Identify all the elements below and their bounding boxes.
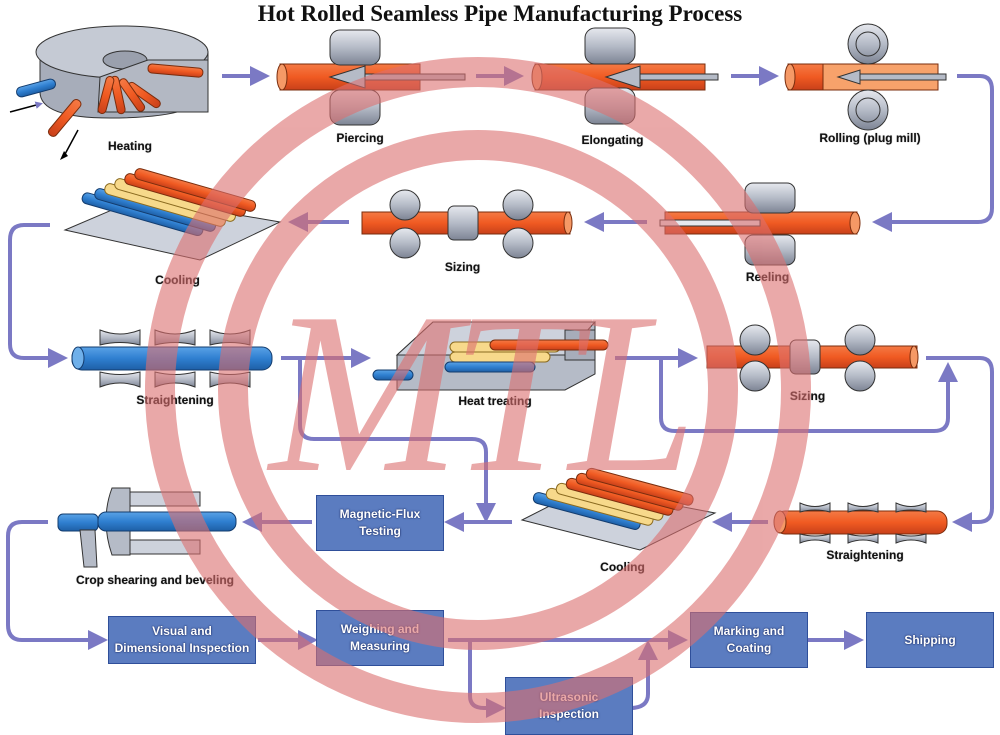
stage-label-rolling: Rolling (plug mill)	[819, 131, 921, 145]
stage-label-crop-shearing: Crop shearing and beveling	[75, 573, 235, 587]
box-line: Testing	[359, 524, 401, 538]
elongator-icon	[531, 27, 719, 125]
piercing-mill-icon	[276, 29, 466, 126]
reeling-mill-icon	[659, 182, 861, 266]
straightener-icon	[71, 329, 273, 388]
stage-label-piercing: Piercing	[336, 131, 384, 145]
stage-label-sizing-1: Sizing	[444, 260, 481, 274]
box-line: Ultrasonic	[539, 690, 599, 704]
box-line: Magnetic-Flux	[339, 507, 421, 521]
stage-label-cooling-2: Cooling	[600, 560, 645, 574]
arrow-cooling-to-straightening	[8, 223, 68, 368]
process-box-shipping: Shipping	[866, 612, 994, 668]
box-line: Marking and	[713, 624, 785, 638]
stage-label-heating: Heating	[107, 139, 152, 153]
arrow-weighing-to-ultrasonic	[468, 640, 506, 718]
cooling-bed-icon	[520, 467, 717, 551]
box-line: Inspection	[538, 707, 599, 721]
heat-treat-furnace-icon	[372, 321, 609, 391]
stage-label-sizing-2: Sizing	[789, 389, 826, 403]
stage-label-cooling-1: Cooling	[155, 273, 200, 287]
arrow-crop-to-visual	[6, 520, 108, 650]
flow-arrows	[6, 66, 994, 718]
box-line: Weighing and	[340, 622, 420, 636]
box-line: Coating	[726, 641, 772, 655]
box-line: Shipping	[904, 632, 956, 647]
crop-shear-icon	[57, 487, 237, 568]
box-line: Visual and	[152, 624, 212, 638]
box-line: Measuring	[349, 639, 410, 653]
plug-mill-icon	[784, 23, 947, 131]
sizing-mill-icon	[706, 324, 919, 392]
stage-label-heat-treating: Heat treating	[458, 394, 532, 408]
arrow-rolling-to-reeling	[872, 74, 994, 232]
stage-label-reeling: Reeling	[745, 270, 790, 284]
sizing-mill-icon	[361, 189, 573, 259]
straightener-icon	[773, 502, 948, 544]
cooling-bed-icon	[63, 168, 282, 261]
stage-label-straightening-1: Straightening	[136, 393, 214, 407]
arrow-sizing-to-straightening	[926, 356, 994, 532]
stage-label-straightening-2: Straightening	[826, 548, 904, 562]
diagram-title: Hot Rolled Seamless Pipe Manufacturing P…	[257, 1, 743, 26]
stage-label-elongating: Elongating	[581, 133, 644, 147]
box-line: Dimensional Inspection	[114, 641, 250, 655]
